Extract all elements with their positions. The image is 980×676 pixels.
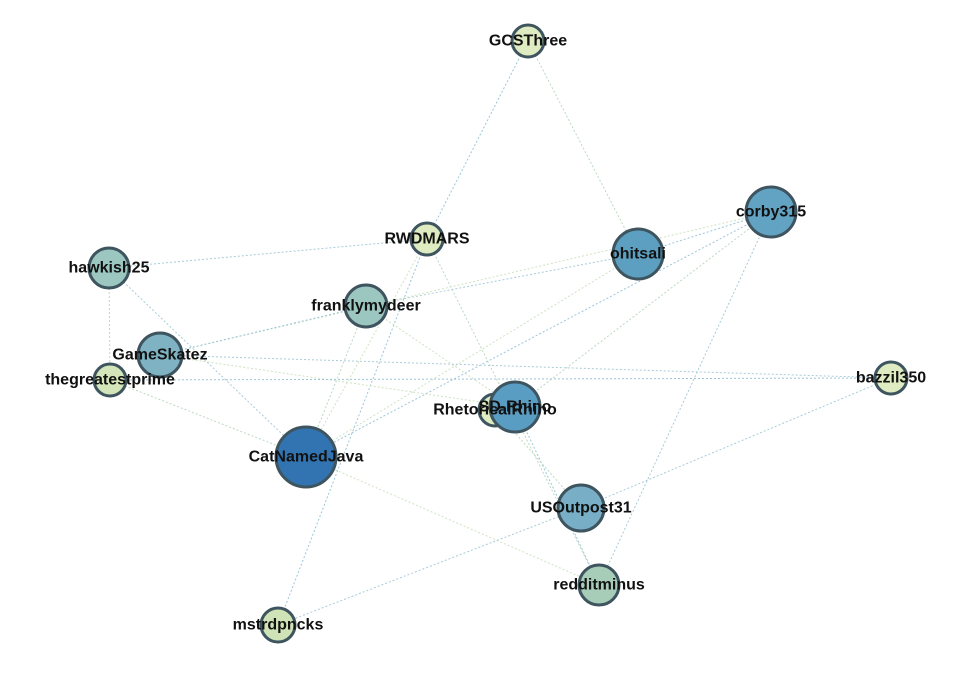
node-GameSkatez[interactable] [136,331,184,379]
edge-USOutpost31-mstrdpncks [277,507,582,626]
node-circle[interactable] [136,331,184,379]
node-thegreatestprime[interactable] [92,362,128,398]
node-label: GCSThree [489,33,567,50]
edge-franklymydeer-SD-Rhino [365,305,516,408]
edge-GameSkatez-bazzil350 [159,354,892,379]
edge-franklymydeer-CatNamedJava [305,305,367,458]
node-USOutpost31[interactable] [556,483,606,533]
edge-thegreatestprime-bazzil350 [109,377,892,381]
node-hawkish25[interactable] [87,246,131,290]
node-label: ohitsali [610,246,666,263]
node-label: thegreatestprime [45,372,175,389]
edge-bazzil350-USOutpost31 [580,377,892,509]
node-mstrdpncks[interactable] [259,606,297,644]
edge-thegreatestprime-CatNamedJava [109,379,307,458]
node-circle[interactable] [87,246,131,290]
node-label: redditminus [553,577,645,594]
edge-RWDMARS-mstrdpncks [277,238,428,626]
edge-corby315-CatNamedJava [305,211,772,458]
node-RWDMARS[interactable] [409,221,445,257]
node-ohitsali[interactable] [611,227,665,281]
node-label: RWDMARS [384,231,469,248]
node-circle[interactable] [611,227,665,281]
node-label: bazzil350 [856,370,926,387]
node-label: mstrdpncks [233,617,324,634]
edge-GCSThree-RWDMARS [426,40,529,240]
node-circle[interactable] [92,362,128,398]
edge-corby315-GameSkatez [159,211,772,356]
node-label: GameSkatez [112,347,207,364]
edge-hawkish25-CatNamedJava [108,267,307,458]
edge-layer [108,40,892,626]
node-label: CatNamedJava [249,449,364,466]
edge-CatNamedJava-redditminus [305,456,600,586]
edge-RWDMARS-hawkish25 [108,238,428,269]
node-circle[interactable] [488,380,542,434]
edge-GameSkatez-SD-Rhino [159,354,516,408]
node-label: RhetoricalRhino [433,402,557,419]
node-corby315[interactable] [744,185,798,239]
edge-RWDMARS-CatNamedJava [305,238,428,458]
node-circle[interactable] [577,563,621,607]
node-SD-Rhino[interactable] [488,380,542,434]
node-franklymydeer[interactable] [343,283,389,329]
node-GCSThree[interactable] [510,23,546,59]
edge-SD-Rhino-redditminus [514,406,600,586]
node-label: SD-Rhino [479,399,552,416]
node-circle[interactable] [873,360,909,396]
node-label: USOutpost31 [530,500,631,517]
node-circle[interactable] [556,483,606,533]
edge-corby315-redditminus [598,211,772,586]
node-redditminus[interactable] [577,563,621,607]
node-label: franklymydeer [311,298,420,315]
edge-ohitsali-CatNamedJava [305,253,639,458]
edge-franklymydeer-GameSkatez [159,305,367,356]
node-circle[interactable] [409,221,445,257]
edge-corby315-SD-Rhino [514,211,772,408]
edge-GCSThree-ohitsali [527,40,639,255]
node-circle[interactable] [259,606,297,644]
node-label: hawkish25 [69,260,150,277]
node-CatNamedJava[interactable] [274,425,338,489]
edge-hawkish25-thegreatestprime [108,267,111,381]
node-circle[interactable] [343,283,389,329]
node-label: corby315 [736,204,806,221]
node-circle[interactable] [744,185,798,239]
node-circle[interactable] [510,23,546,59]
node-bazzil350[interactable] [873,360,909,396]
node-circle[interactable] [274,425,338,489]
